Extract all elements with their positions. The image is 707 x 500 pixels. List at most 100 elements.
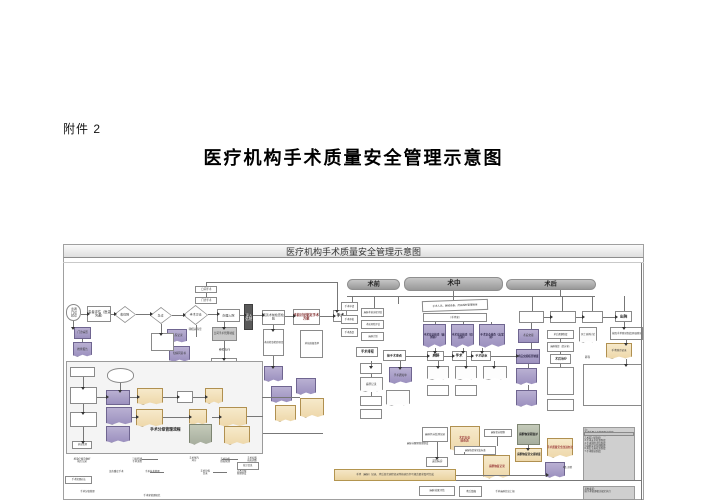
arrowhead	[271, 366, 275, 371]
connector-line	[163, 417, 189, 418]
connector-line	[374, 296, 375, 308]
doc-outpatient-record: 门诊病历	[74, 327, 91, 339]
arrowhead	[369, 366, 373, 371]
connector-line	[224, 322, 225, 327]
connector-line	[467, 356, 471, 357]
connector-line	[224, 341, 225, 358]
connector-line	[136, 314, 150, 315]
recovery-box: 麻醉恢复（复苏室）	[547, 342, 574, 352]
connector-line	[560, 290, 561, 296]
connector-line	[437, 442, 438, 457]
connector-line	[531, 323, 532, 329]
arrowhead	[222, 358, 226, 363]
diagram-title-bar: 医疗机构手术质量安全管理示意图	[63, 244, 644, 258]
connector-line	[83, 427, 84, 441]
connector-line	[603, 317, 615, 318]
connector-line	[73, 321, 74, 327]
connector-line	[111, 314, 114, 315]
legend-2: 三级/四级 手术流程	[131, 457, 143, 463]
post-box-1	[519, 311, 544, 323]
arrowhead	[526, 448, 530, 453]
arrowhead	[177, 395, 182, 399]
txt-transfer-dept: 转科	[584, 356, 590, 359]
record-box: 手术备案	[341, 328, 358, 337]
arrowhead	[219, 415, 224, 419]
legend-4: 手术分级 授权管理	[220, 457, 230, 463]
arrowhead	[435, 457, 439, 462]
arrowhead	[118, 390, 122, 395]
arrowhead	[464, 366, 468, 371]
outpatient-surgery: 门诊手术	[195, 297, 217, 304]
grading-oval	[107, 368, 134, 383]
arrowhead	[87, 312, 92, 316]
legend-11: 手术室管理规范	[143, 494, 161, 498]
risk-eval: 术前风险评估	[361, 320, 384, 329]
connector-line	[491, 322, 492, 324]
connector-line	[371, 392, 372, 396]
connector-line	[528, 364, 529, 368]
connector-line	[463, 348, 464, 351]
legend-1: 按诊疗规范做好 病历记录	[73, 457, 91, 463]
connector-line	[253, 315, 262, 316]
arrowhead	[189, 415, 194, 419]
g-tan-6	[224, 426, 250, 445]
tall-box-1	[547, 367, 574, 395]
start-visit: 患者 门诊 就诊	[66, 304, 81, 321]
connector-line	[196, 325, 197, 337]
arrowhead	[159, 333, 163, 338]
connector-line	[435, 322, 436, 324]
notes-hl-band	[584, 432, 634, 436]
connector-line	[494, 361, 495, 366]
connector-line	[82, 339, 83, 342]
phase-intra: 术中	[404, 277, 503, 291]
patient-eval: 患者评估（医患沟通）	[87, 306, 111, 322]
connector-line	[172, 315, 183, 316]
connector-line	[83, 377, 84, 387]
anes-plan: 麻醉计划	[361, 332, 384, 341]
txt-4-other: 4类·其他	[562, 466, 572, 469]
connector-line	[528, 445, 529, 448]
arrowhead	[81, 412, 85, 417]
connector-line	[641, 263, 642, 500]
or-room-box: （手术室）	[423, 313, 487, 322]
connector-line	[624, 322, 625, 327]
doc-exam-report: 检查报告	[73, 342, 92, 357]
connector-line	[206, 282, 207, 286]
txt-transfer: 转相关科室	[188, 328, 202, 331]
admission-eval: 入院评估	[244, 304, 253, 330]
connector-line	[482, 348, 483, 351]
blank-box-7	[455, 385, 477, 396]
dec-emergency: 急诊	[150, 307, 172, 324]
connector-line	[132, 417, 136, 418]
arrowhead	[222, 327, 226, 332]
blank-box-8	[547, 399, 574, 411]
arrowhead	[114, 312, 119, 316]
anes-effect: 麻醉效果评估	[419, 486, 455, 496]
stat-info-box: 统计信息	[237, 462, 259, 470]
connector-line	[560, 352, 561, 354]
check-1: 手术安全核查（麻醉前）	[423, 324, 446, 348]
blank-box-4	[360, 396, 382, 406]
connector-line	[464, 452, 465, 455]
arrowhead	[262, 313, 267, 317]
phase-post: 术后	[506, 279, 596, 290]
connector-line	[142, 459, 158, 460]
connector-line	[206, 282, 337, 283]
arrowhead	[81, 441, 85, 446]
connector-line	[206, 293, 207, 297]
connector-line	[208, 314, 217, 315]
connector-line	[163, 397, 177, 398]
connector-line	[398, 296, 399, 304]
arrowhead	[433, 351, 437, 356]
arrowhead	[471, 354, 476, 358]
connector-line	[528, 385, 529, 390]
arrowhead	[183, 313, 188, 317]
dec-admit: 收住院	[114, 306, 136, 323]
connector-line	[491, 356, 516, 357]
obs-rule-box: 术后观察制度	[547, 330, 574, 339]
connector-line	[213, 472, 227, 473]
arrowhead	[492, 366, 496, 371]
connector-line	[592, 296, 593, 311]
arrowhead	[452, 354, 457, 358]
